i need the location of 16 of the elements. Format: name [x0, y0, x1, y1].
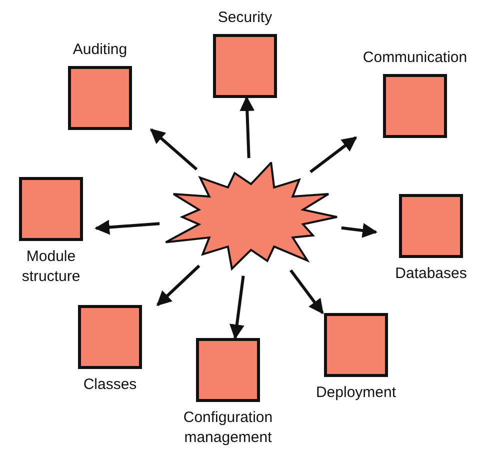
- arrow: [156, 264, 200, 306]
- arrow: [290, 269, 324, 314]
- node-label: Auditing: [72, 40, 128, 60]
- node-label: Databases: [395, 264, 467, 284]
- arrow: [240, 96, 255, 158]
- arrow: [229, 276, 245, 340]
- node-label: Communication: [362, 48, 468, 68]
- node-label: Configuration management: [182, 408, 274, 447]
- node-label: Module structure: [20, 247, 82, 286]
- node-label: Classes: [83, 375, 137, 394]
- node-label: Deployment: [316, 383, 396, 402]
- arrow: [94, 220, 160, 235]
- arrow: [341, 223, 378, 238]
- node-label: Security: [218, 8, 272, 28]
- arrow: [150, 128, 198, 171]
- arrow: [310, 136, 358, 174]
